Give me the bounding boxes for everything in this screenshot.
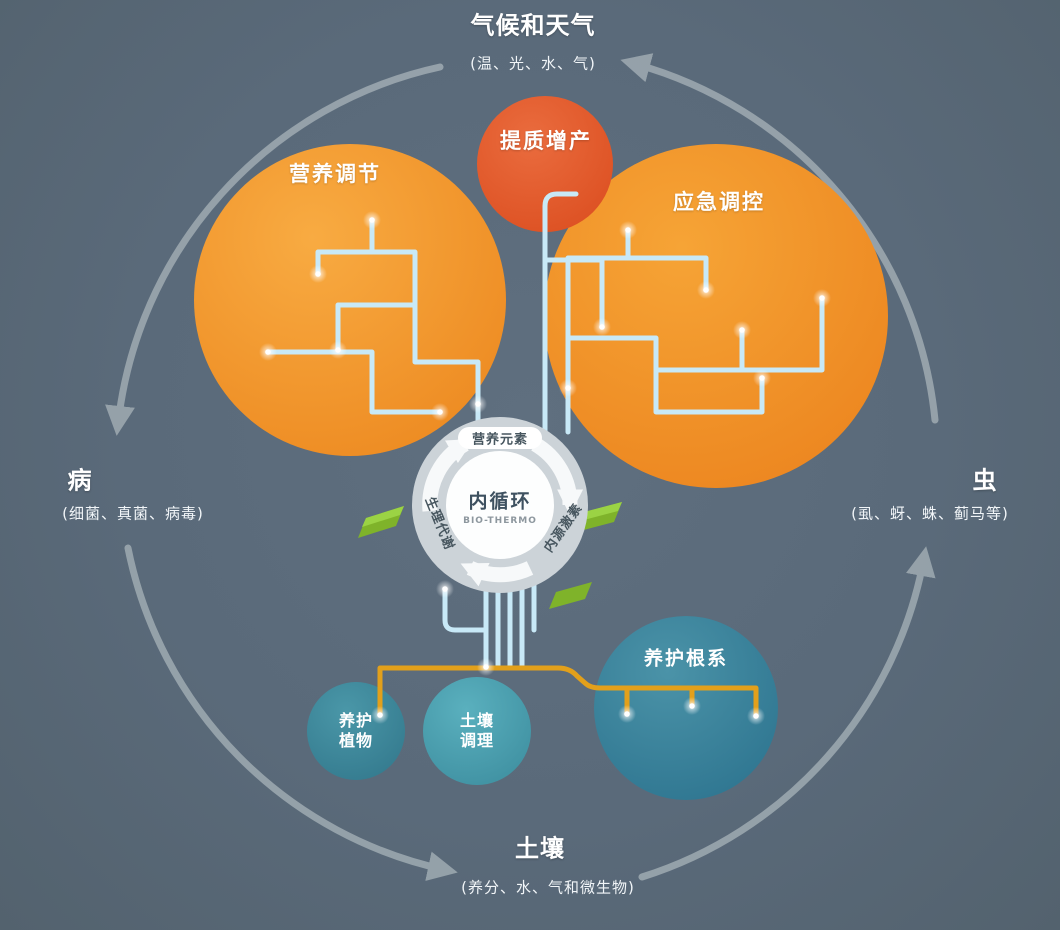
hub-subtitle: BIO-THERMO (463, 516, 537, 526)
node-climate-subtitle: (温、光、水、气) (470, 54, 596, 73)
ring-arrow (531, 437, 584, 516)
bubble-plant-care-label: 养护植物 (338, 711, 373, 750)
node-disease-subtitle: (细菌、真菌、病毒) (62, 504, 204, 523)
ring-arrow (460, 561, 534, 587)
leaf-icon (549, 582, 592, 609)
bubble-nutrition-circle (194, 144, 506, 456)
bubble-soil-conditioning-label: 土壤调理 (459, 711, 494, 750)
leaf-icons (358, 502, 622, 609)
ring-label-nutrient-elements: 营养元素 (471, 432, 529, 448)
bubble-emergency-label: 应急调控 (673, 190, 765, 214)
cycle-arrow-bottom-right (638, 546, 936, 881)
bubble-nutrition-label: 营养调节 (289, 162, 381, 186)
node-insect-title: 虫 (972, 466, 998, 495)
node-climate-title: 气候和天气 (470, 11, 596, 40)
cycle-arrow-top-left (105, 63, 444, 436)
node-soil-title: 土壤 (515, 834, 565, 863)
node-insect-subtitle: (虱、蚜、蛛、蓟马等) (851, 504, 1009, 523)
bubble-soil-conditioning-circle (423, 677, 531, 785)
leaf-icon (362, 506, 404, 527)
leaf-icon (580, 502, 622, 521)
bubble-root-care-label: 养护根系 (643, 647, 729, 670)
circuit-tree-blue (265, 191, 825, 669)
cycle-arrow-top-right (620, 53, 939, 424)
inner-cycle-ring (412, 417, 588, 593)
hub-title: 内循环 (468, 490, 532, 513)
bubble-quality-circle (477, 96, 613, 232)
ring-arrow (422, 437, 475, 512)
hub-circle (446, 451, 554, 559)
cycle-arrow-bottom-left (124, 544, 458, 881)
node-soil-subtitle: (养分、水、气和微生物) (461, 878, 635, 897)
bubble-quality-label: 提质增产 (500, 129, 592, 153)
node-disease-title: 病 (67, 466, 93, 495)
outer-cycle-arrows (105, 53, 939, 881)
